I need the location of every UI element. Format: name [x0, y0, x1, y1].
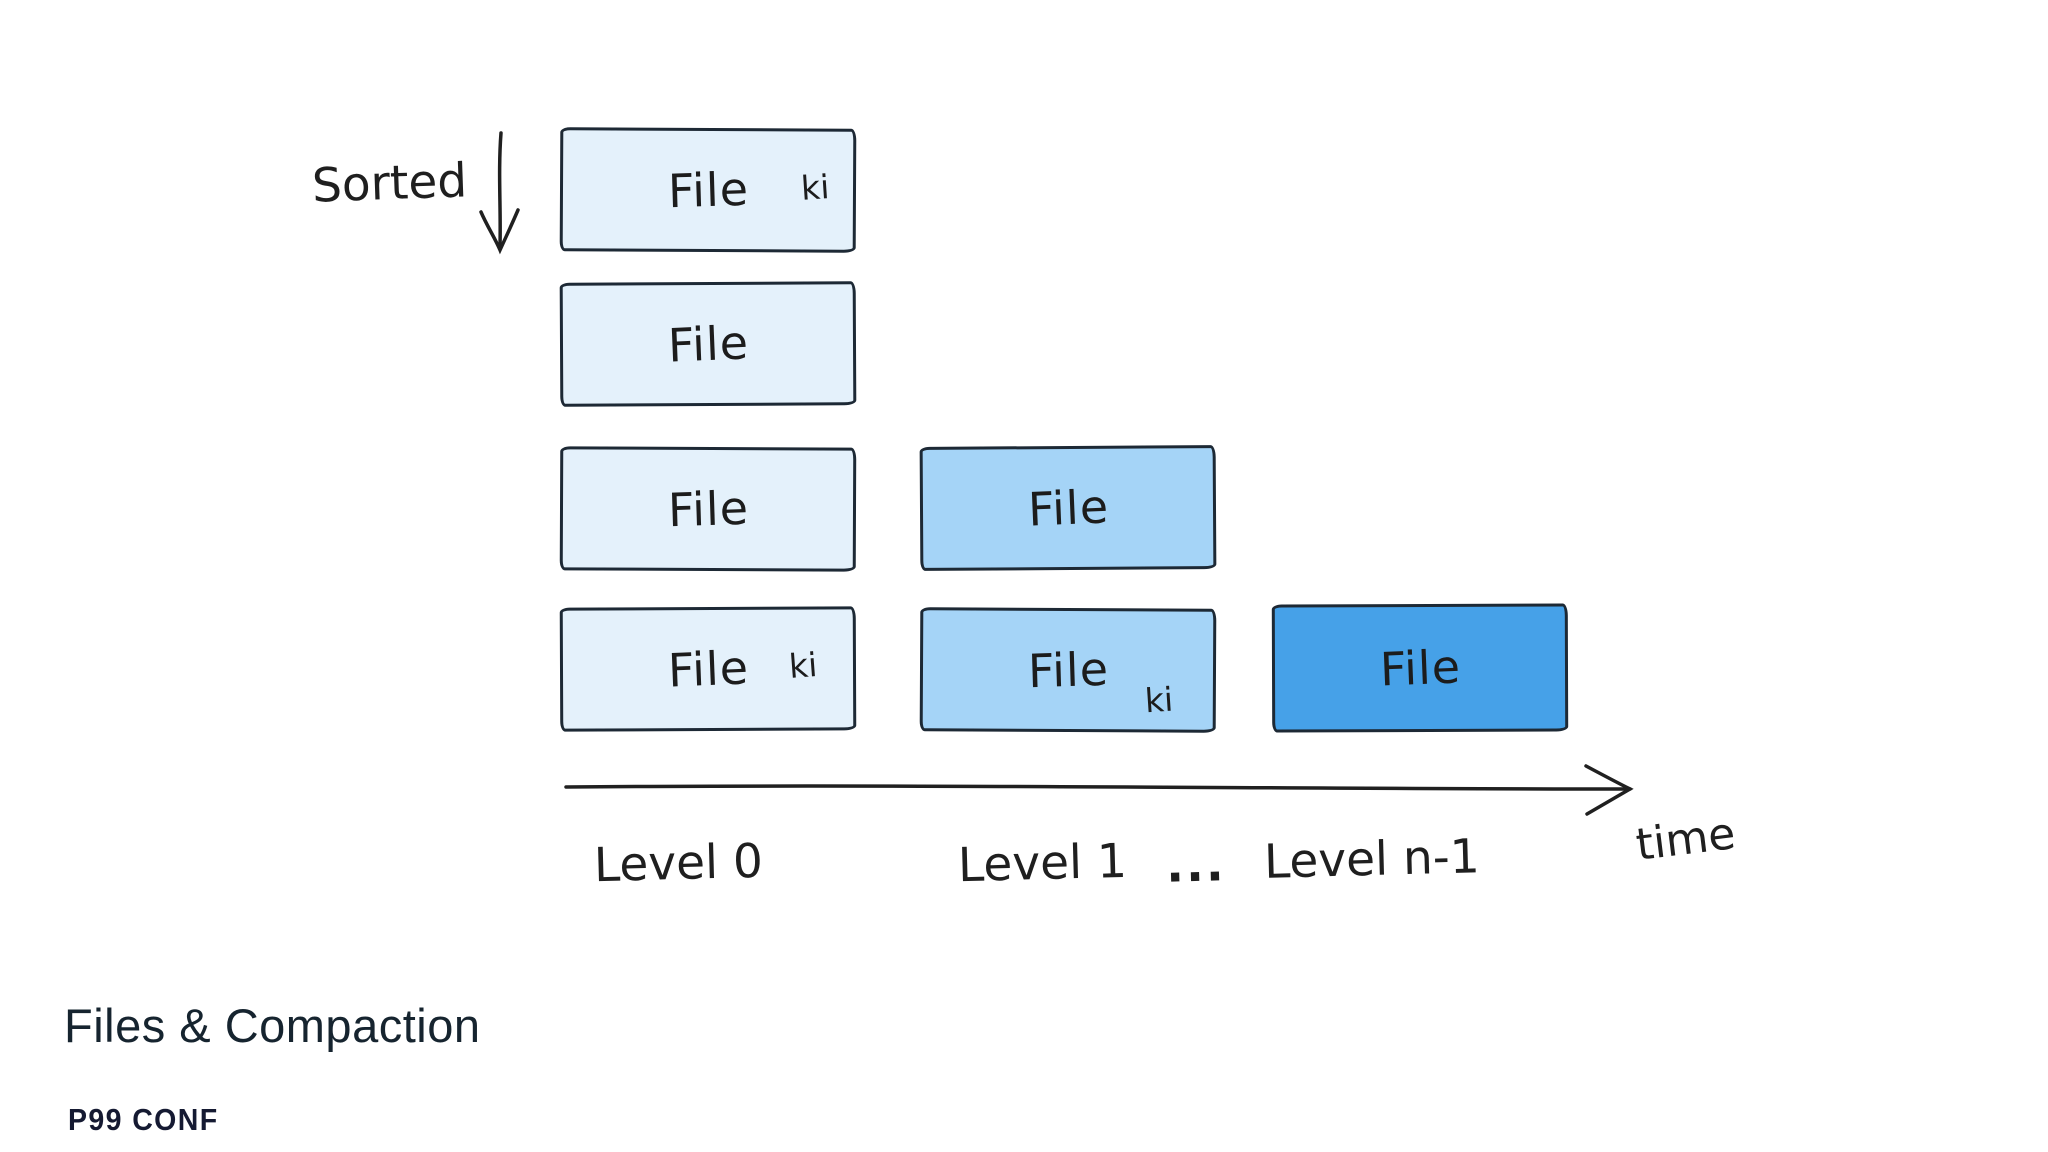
- page-title: Files & Compaction: [64, 999, 481, 1052]
- sorted-label: Sorted: [311, 153, 469, 214]
- sorted-down-arrow-icon: [479, 131, 520, 255]
- level-1-label: Level 1: [957, 833, 1128, 894]
- level-n1-label: Level n-1: [1263, 829, 1481, 890]
- file-label: File: [1378, 639, 1462, 697]
- file-box-leveln1-row4: File: [1271, 603, 1569, 733]
- file-label: File: [666, 315, 750, 373]
- file-box-level0-row3: File: [559, 446, 857, 572]
- file-label: File: [666, 480, 750, 538]
- file-box-level1-row3: File: [919, 445, 1217, 571]
- time-label: time: [1633, 808, 1739, 871]
- file-label: File: [1026, 641, 1110, 699]
- file-box-level0-row2: File: [559, 281, 857, 407]
- file-box-level0-row1: File ki: [559, 127, 857, 253]
- file-box-level1-row4: File ki: [919, 607, 1217, 733]
- file-label: File: [1026, 479, 1110, 537]
- file-box-level0-row4: File ki: [559, 606, 857, 732]
- file-label: File: [666, 161, 750, 219]
- key-note: ki: [799, 167, 831, 208]
- level-ellipsis-label: ...: [1165, 837, 1227, 894]
- key-note: ki: [1143, 679, 1175, 721]
- time-arrow-icon: [564, 764, 1634, 816]
- key-note: ki: [787, 644, 819, 686]
- file-label: File: [666, 640, 750, 698]
- p99conf-logo: P99 CONF: [68, 1102, 219, 1137]
- level-0-label: Level 0: [593, 833, 764, 894]
